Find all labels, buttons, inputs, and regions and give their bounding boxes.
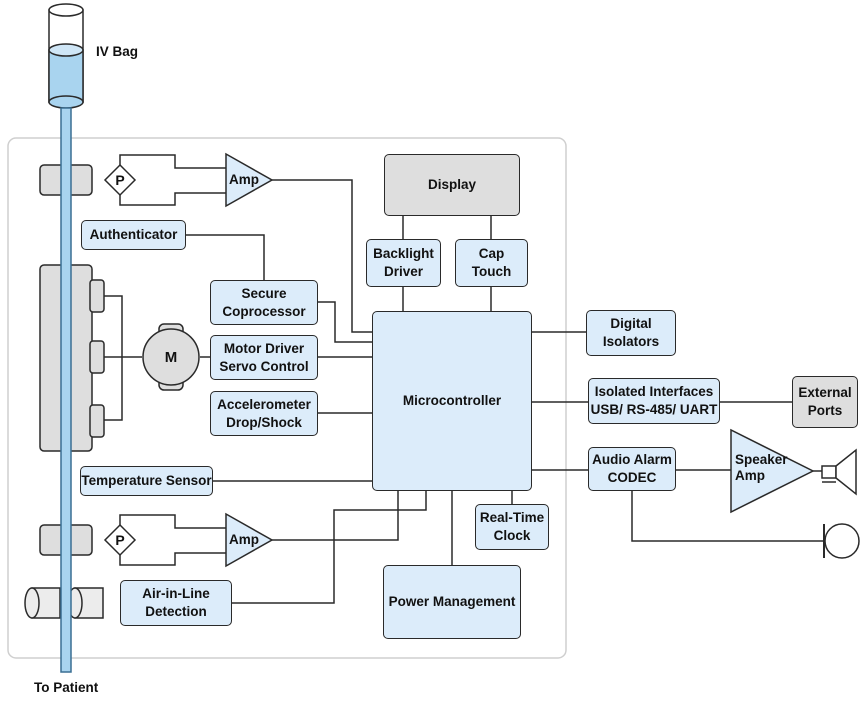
iv-bag-label: IV Bag (96, 44, 139, 59)
pressure-wiring (119, 154, 226, 566)
air-in-line-detection-block: Air-in-Line Detection (120, 580, 232, 626)
backlight-driver-block: Backlight Driver (366, 239, 441, 287)
speaker-amp-label: Speaker Amp (735, 452, 788, 484)
connection-lines (104, 179, 836, 604)
power-management-block: Power Management (383, 565, 521, 639)
iv-bag-icon (48, 3, 84, 109)
to-patient-label: To Patient (34, 680, 99, 695)
display-block: Display (384, 154, 520, 216)
motor-label: M (164, 348, 178, 366)
microcontroller-block: Microcontroller (372, 311, 532, 491)
audio-alarm-codec-block: Audio Alarm CODEC (588, 447, 676, 491)
speaker-amp-triangle (730, 428, 815, 514)
pump-finger-1 (89, 279, 105, 313)
amp-bottom-label: Amp (229, 532, 259, 547)
amp-top-label: Amp (229, 172, 259, 187)
pump-finger-3 (89, 404, 105, 438)
real-time-clock-block: Real-Time Clock (475, 504, 549, 550)
motor-icon (142, 323, 200, 391)
authenticator-block: Authenticator (81, 220, 186, 250)
pump-finger-2 (89, 340, 105, 374)
pressure-sensor-top-label: P (115, 172, 125, 188)
external-ports-block: External Ports (792, 376, 858, 428)
iv-tube (60, 107, 72, 673)
cap-touch-block: Cap Touch (455, 239, 528, 287)
secure-coprocessor-block: Secure Coprocessor (210, 280, 318, 325)
digital-isolators-block: Digital Isolators (586, 310, 676, 356)
system-enclosure (7, 137, 567, 659)
pressure-sensor-bottom-label: P (115, 532, 125, 548)
amp-bottom-triangle (225, 512, 274, 568)
microphone-icon (823, 523, 860, 559)
amp-top-triangle (225, 152, 274, 208)
temperature-sensor-block: Temperature Sensor (80, 466, 213, 496)
isolated-interfaces-block: Isolated Interfaces USB/ RS-485/ UART (588, 378, 720, 424)
accelerometer-block: Accelerometer Drop/Shock (210, 391, 318, 436)
motor-driver-block: Motor Driver Servo Control (210, 335, 318, 380)
speaker-icon (821, 448, 857, 496)
